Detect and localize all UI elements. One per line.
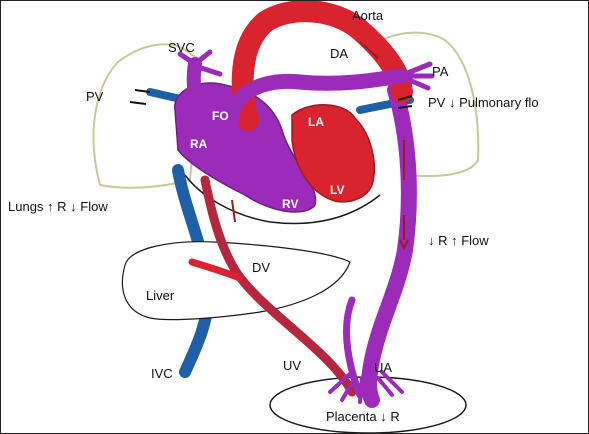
label-da: DA <box>330 46 348 61</box>
label-svc: SVC <box>168 40 195 55</box>
label-liver: Liver <box>146 288 175 303</box>
label-la: LA <box>308 115 324 129</box>
label-lv: LV <box>330 183 344 197</box>
label-fo: FO <box>212 109 229 123</box>
liver <box>122 242 350 320</box>
label-ivc: IVC <box>151 366 173 381</box>
label-placenta: Placenta ↓ R <box>326 409 400 424</box>
label-uv: UV <box>283 358 301 373</box>
label-lungs: Lungs ↑ R ↓ Flow <box>8 199 108 214</box>
svc-vessel <box>194 64 198 125</box>
label-pa: PA <box>432 64 449 79</box>
label-ra: RA <box>190 137 208 151</box>
label-pv-right: PV ↓ Pulmonary flo <box>428 95 539 110</box>
label-dv: DV <box>252 260 270 275</box>
label-flow: ↓ R ↑ Flow <box>428 233 489 248</box>
label-ua: UA <box>374 360 392 375</box>
label-pv-left: PV <box>86 89 104 104</box>
label-aorta: Aorta <box>352 8 384 23</box>
label-rv: RV <box>282 197 298 211</box>
